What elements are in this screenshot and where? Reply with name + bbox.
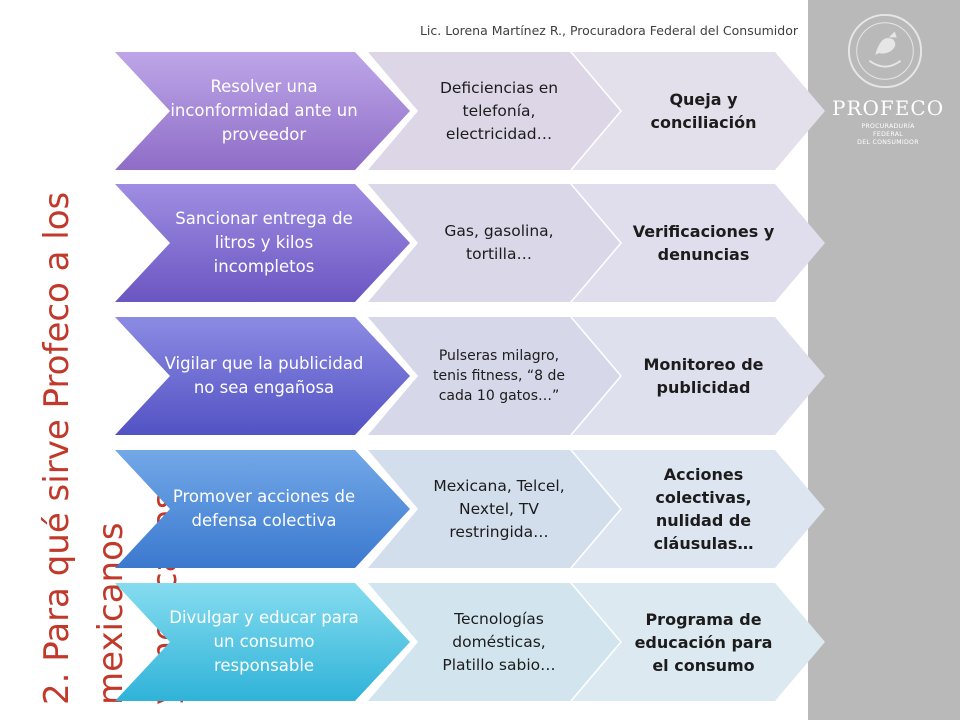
examples-text: Deficiencias en telefonía, electricidad… bbox=[439, 78, 559, 143]
logo-subtitle-line2: DEL CONSUMIDOR bbox=[857, 139, 919, 146]
action-text: Acciones colectivas, nulidad de cláusula… bbox=[653, 465, 754, 553]
examples-text: Tecnologías domésticas, Platillo sabio… bbox=[442, 609, 556, 674]
purpose-chevron: Vigilar que la publicidad no sea engaños… bbox=[115, 317, 410, 435]
purpose-chevron: Resolver una inconformidad ante un prove… bbox=[115, 52, 410, 170]
logo-name: PROFECO bbox=[832, 96, 945, 120]
process-row: Vigilar que la publicidad no sea engaños… bbox=[115, 317, 825, 435]
action-text: Monitoreo de publicidad bbox=[643, 355, 764, 397]
title-number: 2. bbox=[37, 672, 77, 705]
purpose-text: Divulgar y educar para un consumo respon… bbox=[169, 608, 359, 675]
logo-subtitle-line1: PROCURADURÍA FEDERAL bbox=[861, 123, 915, 138]
action-text: Queja y conciliación bbox=[650, 90, 757, 132]
examples-text: Pulseras milagro, tenis fitness, “8 de c… bbox=[432, 348, 565, 404]
process-row: Resolver una inconformidad ante un prove… bbox=[115, 52, 825, 170]
purpose-chevron: Divulgar y educar para un consumo respon… bbox=[115, 583, 410, 701]
examples-text: Gas, gasolina, tortilla… bbox=[444, 222, 554, 263]
purpose-chevron: Promover acciones de defensa colectiva bbox=[115, 450, 410, 568]
action-chevron: Queja y conciliación bbox=[572, 52, 825, 170]
logo-subtitle: PROCURADURÍA FEDERAL DEL CONSUMIDOR bbox=[846, 123, 930, 147]
examples-text: Mexicana, Telcel, Nextel, TV restringida… bbox=[433, 476, 565, 541]
purpose-text: Vigilar que la publicidad no sea engaños… bbox=[164, 354, 364, 397]
action-text: Verificaciones y denuncias bbox=[632, 222, 775, 264]
process-row: Promover acciones de defensa colectiva M… bbox=[115, 450, 825, 568]
purpose-chevron: Sancionar entrega de litros y kilos inco… bbox=[115, 184, 410, 302]
credit-line: Lic. Lorena Martínez R., Procuradora Fed… bbox=[419, 23, 798, 38]
process-row: Divulgar y educar para un consumo respon… bbox=[115, 583, 825, 701]
process-row: Sancionar entrega de litros y kilos inco… bbox=[115, 184, 825, 302]
action-text: Programa de educación para el consumo bbox=[634, 609, 773, 675]
purpose-text: Sancionar entrega de litros y kilos inco… bbox=[175, 209, 353, 276]
side-band: PROFECO PROCURADURÍA FEDERAL DEL CONSUMI… bbox=[808, 0, 960, 720]
purpose-text: Resolver una inconformidad ante un prove… bbox=[170, 77, 358, 144]
purpose-text: Promover acciones de defensa colectiva bbox=[172, 487, 356, 530]
national-seal-icon bbox=[847, 13, 923, 89]
profeco-logo: PROFECO PROCURADURÍA FEDERAL DEL CONSUMI… bbox=[826, 96, 946, 156]
